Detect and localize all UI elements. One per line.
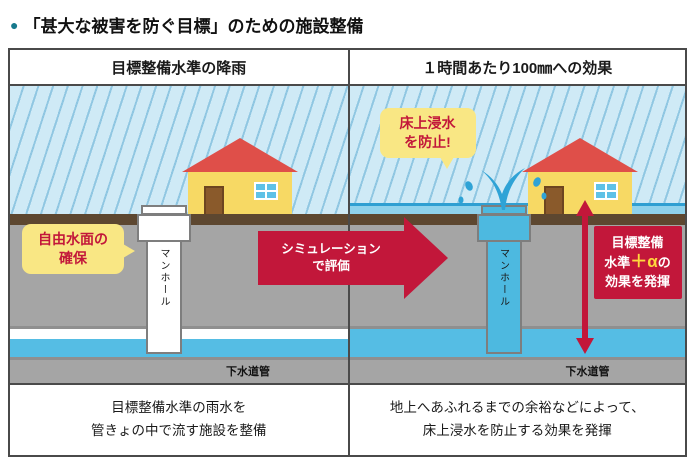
house-body	[527, 172, 632, 214]
title-bullet-icon: ●	[10, 16, 19, 33]
house-roof	[182, 138, 298, 172]
prevent-flooding-callout: 床上浸水 を防止!	[379, 108, 476, 169]
callout-line: を防止!	[404, 133, 451, 150]
sewer-pipe-label: 下水道管	[226, 366, 270, 378]
house-window	[593, 182, 618, 200]
panel-left-header: 目標整備水準の降雨	[10, 50, 348, 86]
right-arrow-icon	[258, 217, 448, 299]
house-roof	[521, 138, 638, 172]
double-arrow-icon	[575, 200, 594, 354]
free-water-surface-callout: 自由水面の 確保	[22, 224, 135, 274]
arrow-label-line: シミュレーション	[281, 241, 381, 256]
callout-line: 自由水面の	[38, 231, 108, 247]
panel-left-illustration: マンホール 自由水面の 確保 下水道管	[10, 86, 348, 383]
caption-line: 目標整備水準の雨水を	[111, 400, 247, 416]
manhole-label: マンホール	[158, 248, 169, 308]
effect-line: 目標整備	[611, 235, 664, 250]
sewer-pipe-label: 下水道管	[565, 366, 610, 378]
house	[521, 138, 638, 214]
house-door	[204, 186, 224, 214]
callout-line: 床上浸水	[399, 115, 456, 131]
effect-line-post: の	[657, 254, 671, 270]
house-door	[543, 186, 564, 214]
caption-line: 管きょの中で流す施設を整備	[91, 423, 267, 438]
house-body	[188, 172, 292, 214]
house-window	[254, 182, 278, 200]
manhole-upper-section-flooded	[476, 214, 531, 242]
figure-frame: 目標整備水準の降雨 マンホール	[8, 48, 687, 457]
arrow-label-line: で評価	[312, 259, 350, 273]
page-title: ● 「甚大な被害を防ぐ目標」のための施設整備	[10, 12, 363, 37]
house	[182, 138, 298, 214]
manhole-lid	[141, 205, 187, 215]
caption-line: 床上浸水を防止する効果を発揮	[422, 423, 612, 438]
effect-line: 効果を発揮	[604, 274, 670, 289]
title-text: 「甚大な被害を防ぐ目標」のための施設整備	[23, 17, 364, 36]
panel-right-illustration: マンホール	[349, 86, 685, 383]
caption-line: 地上へあふれるまでの余裕などによって、	[389, 400, 645, 416]
simulation-arrow-label: シミュレーション で評価	[258, 231, 404, 285]
plus-alpha-highlight: ＋α	[630, 251, 658, 271]
panel-left-caption: 目標整備水準の雨水を 管きょの中で流す施設を整備	[10, 383, 348, 455]
panel-target-rainfall: 目標整備水準の降雨 マンホール	[10, 50, 348, 455]
manhole-label: マンホール	[497, 248, 509, 308]
callout-line: 確保	[59, 249, 87, 266]
simulation-arrow: シミュレーション で評価	[258, 217, 448, 299]
effect-line: 水準＋αの	[596, 253, 680, 273]
panel-right-caption: 地上へあふれるまでの余裕などによって、 床上浸水を防止する効果を発揮	[349, 383, 685, 455]
water-splash-icon	[456, 166, 548, 210]
panel-right-header: １時間あたり100㎜への効果	[349, 50, 685, 86]
manhole-upper-section	[137, 214, 191, 242]
effect-line-pre: 水準	[604, 254, 631, 270]
effect-callout-box: 目標整備 水準＋αの 効果を発揮	[593, 226, 682, 299]
